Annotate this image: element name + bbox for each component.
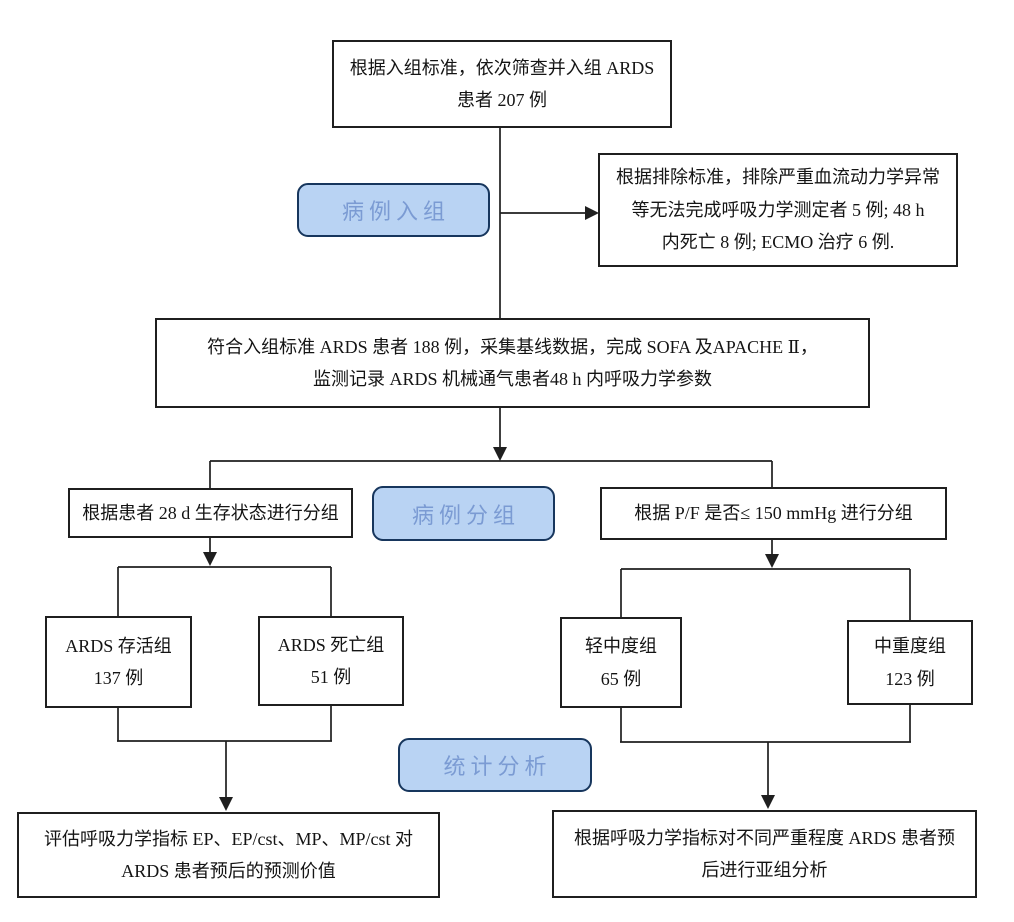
arrowhead-outcome-right xyxy=(761,795,775,809)
survival-line-2: 137 例 xyxy=(93,668,144,688)
death-line-1: ARDS 死亡组 xyxy=(277,634,385,655)
exclusion-line-1: 根据排除标准，排除严重血流动力学异常 xyxy=(616,167,940,188)
baseline-line-1: 符合入组标准 ARDS 患者 188 例，采集基线数据，完成 SOFA 及APA… xyxy=(207,336,818,357)
outcome-left-box: 评估呼吸力学指标 EP、EP/cst、MP、MP/cst 对 ARDS 患者预后… xyxy=(17,812,440,898)
stage-grouping: 病例分组 xyxy=(372,486,555,541)
screening-line-2: 患者 207 例 xyxy=(457,90,547,110)
survival-group-box: ARDS 存活组 137 例 xyxy=(45,616,192,708)
mild-line-2: 65 例 xyxy=(600,668,642,689)
screening-line-1: 根据入组标准，依次筛查并入组 ARDS xyxy=(349,57,655,78)
death-group-box: ARDS 死亡组 51 例 xyxy=(258,616,404,706)
arrowhead-branchleft xyxy=(203,552,217,566)
outcome-right-line-1: 根据呼吸力学指标对不同严重程度 ARDS 患者预 xyxy=(573,827,955,848)
arrowhead-exclusion xyxy=(585,206,599,220)
outcome-left-line-1: 评估呼吸力学指标 EP、EP/cst、MP、MP/cst 对 xyxy=(43,828,414,849)
branch-left-line: 根据患者 28 d 生存状态进行分组 xyxy=(82,502,339,523)
mild-line-1: 轻中度组 xyxy=(585,636,657,657)
arrowhead-outcome-left xyxy=(219,797,233,811)
outcome-right-line-2: 后进行亚组分析 xyxy=(701,860,828,880)
branch-left-box: 根据患者 28 d 生存状态进行分组 xyxy=(68,488,353,538)
baseline-line-2: 监测记录 ARDS 机械通气患者48 h 内呼吸力学参数 xyxy=(312,369,712,389)
exclusion-box: 根据排除标准，排除严重血流动力学异常 等无法完成呼吸力学测定者 5 例; 48 … xyxy=(598,153,958,267)
exclusion-line-2: 等无法完成呼吸力学测定者 5 例; 48 h xyxy=(631,199,925,220)
stage-statistics: 统计分析 xyxy=(398,738,592,792)
branch-right-box: 根据 P/F 是否≤ 150 mmHg 进行分组 xyxy=(600,487,947,540)
branch-right-line: 根据 P/F 是否≤ 150 mmHg 进行分组 xyxy=(634,503,913,524)
baseline-box: 符合入组标准 ARDS 患者 188 例，采集基线数据，完成 SOFA 及APA… xyxy=(155,318,870,408)
severe-line-2: 123 例 xyxy=(885,668,935,689)
arrowhead-branchright xyxy=(765,554,779,568)
outcome-right-box: 根据呼吸力学指标对不同严重程度 ARDS 患者预 后进行亚组分析 xyxy=(552,810,977,898)
severe-group-box: 中重度组 123 例 xyxy=(847,620,973,705)
screening-box: 根据入组标准，依次筛查并入组 ARDS 患者 207 例 xyxy=(332,40,672,128)
arrowhead-baseline xyxy=(493,447,507,461)
survival-line-1: ARDS 存活组 xyxy=(65,635,172,656)
stage-enrollment: 病例入组 xyxy=(297,183,490,237)
death-line-2: 51 例 xyxy=(310,667,352,687)
outcome-left-line-2: ARDS 患者预后的预测价值 xyxy=(121,861,336,881)
severe-line-1: 中重度组 xyxy=(874,636,946,657)
mild-group-box: 轻中度组 65 例 xyxy=(560,617,682,708)
exclusion-line-3: 内死亡 8 例; ECMO 治疗 6 例. xyxy=(661,232,895,253)
